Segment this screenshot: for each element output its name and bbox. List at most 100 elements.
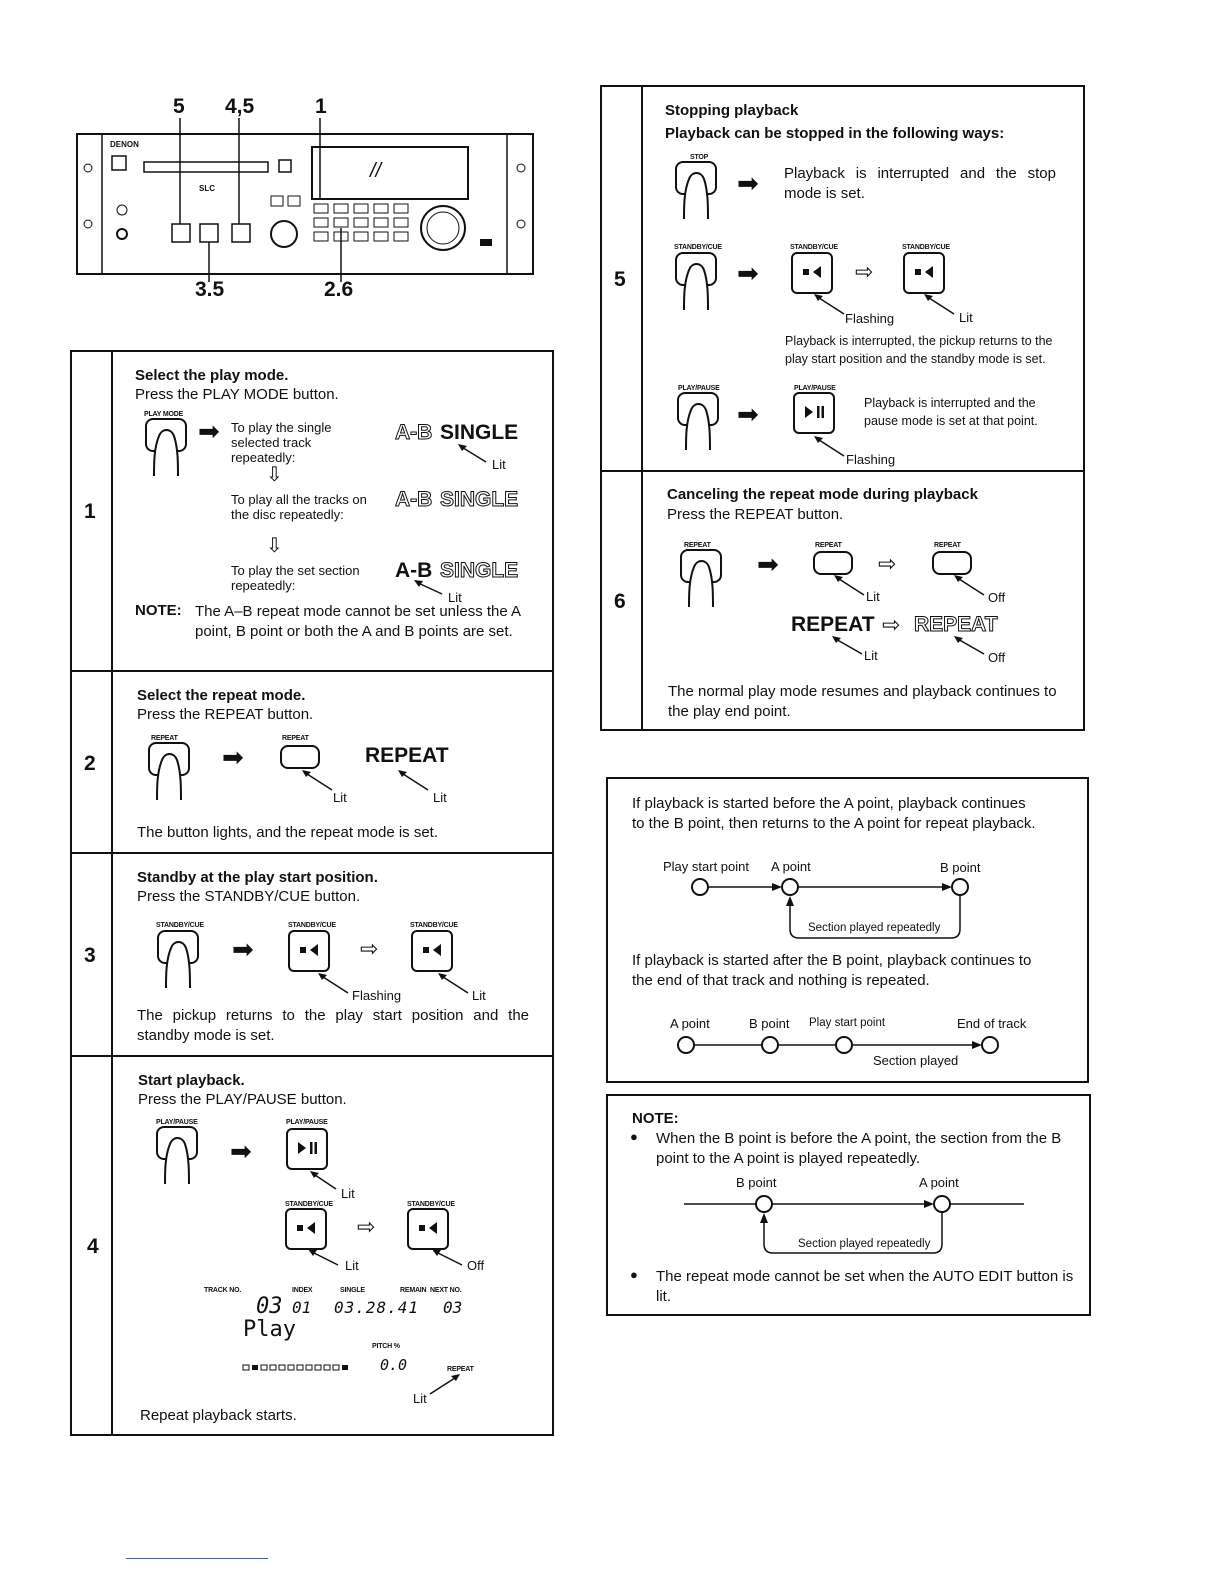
stop-button-press-icon — [675, 161, 717, 220]
right-arrow-icon: ➡ — [737, 399, 759, 429]
button-label: PLAY/PAUSE — [794, 385, 836, 392]
button-label: STANDBY/CUE — [407, 1201, 455, 1208]
button-label: REPEAT — [815, 542, 842, 549]
lit-label: Lit — [866, 589, 880, 604]
lcd-label-single: SINGLE — [340, 1287, 365, 1294]
right-arrow-icon: ➡ — [222, 742, 244, 772]
lcd-label-repeat: REPEAT — [447, 1366, 474, 1373]
display-repeat-lit: REPEAT — [791, 613, 875, 636]
display-ab-off: A-B — [394, 488, 433, 512]
lcd-label-index: INDEX — [292, 1287, 313, 1294]
lit-label: Lit — [448, 590, 462, 605]
button-label: STANDBY/CUE — [790, 244, 838, 251]
flashing-label: Flashing — [846, 452, 896, 467]
standby-cue-button-icon — [411, 930, 453, 972]
pointer-icon — [814, 294, 845, 315]
button-label: PLAY MODE — [144, 411, 184, 418]
callout-1: 1 — [315, 95, 327, 118]
section-repeated-label: Section played repeatedly — [808, 922, 941, 934]
play-mode-line-3: To play the set section repeatedly: — [231, 563, 360, 593]
step-instruction: Press the REPEAT button. — [667, 506, 844, 523]
transition-arrow-icon: ⇨ — [855, 259, 874, 284]
device-brand: DENON — [110, 140, 139, 149]
pointer-icon — [398, 770, 429, 791]
bullet-icon: ● — [630, 1129, 638, 1144]
pointer-icon — [318, 973, 349, 994]
pointer-icon — [438, 973, 469, 994]
standby-cue-button-press-icon — [157, 930, 199, 989]
lit-label: Lit — [864, 648, 878, 663]
button-label: STOP — [690, 154, 709, 161]
lit-label: Lit — [472, 988, 486, 1003]
note-text: The A–B repeat mode cannot be set unless… — [195, 603, 521, 640]
diagram-label-play-start: Play start point — [663, 859, 749, 874]
step-title: Stopping playback — [665, 102, 799, 119]
lcd-index: 01 — [292, 1298, 312, 1317]
step-description: The normal play mode resumes and playbac… — [668, 683, 1057, 720]
lcd-label-track-no: TRACK NO. — [204, 1287, 242, 1294]
lit-label: Lit — [345, 1258, 359, 1273]
lcd-label-remain: REMAIN — [400, 1287, 427, 1294]
info-paragraph-2: If playback is started after the B point… — [632, 952, 1032, 989]
device-display-mark: // — [370, 160, 382, 182]
step-instruction: Press the REPEAT button. — [137, 706, 314, 723]
stop-description: Playback is interrupted and the stop mod… — [784, 165, 1056, 202]
button-label: PLAY/PAUSE — [678, 385, 720, 392]
step-number: 4 — [87, 1235, 99, 1258]
section-played-label: Section played — [873, 1053, 959, 1068]
repeat-diagram-3 — [684, 1195, 1024, 1254]
step-title: Standby at the play start position. — [137, 869, 378, 886]
standby-cue-button-icon — [285, 1208, 327, 1250]
display-single-off: SINGLE — [439, 488, 519, 512]
device-slc: SLC — [199, 184, 215, 193]
step-description: Repeat playback starts. — [140, 1407, 297, 1424]
repeat-diagram-1 — [691, 878, 969, 939]
button-label: REPEAT — [684, 542, 711, 549]
standby-description: Playback is interrupted, the pickup retu… — [785, 334, 1053, 366]
step-title: Select the play mode. — [135, 367, 289, 384]
button-label: STANDBY/CUE — [902, 244, 950, 251]
ab-info-box: If playback is started before the A poin… — [606, 777, 1089, 1083]
button-label: REPEAT — [282, 735, 309, 742]
callout-5: 5 — [173, 95, 185, 118]
lcd-next-no: 03 — [443, 1298, 463, 1317]
play-pause-button-icon — [793, 392, 835, 434]
standby-cue-button-icon — [288, 930, 330, 972]
button-label: REPEAT — [934, 542, 961, 549]
diagram-label-a-point: A point — [771, 859, 811, 874]
display-single-off: SINGLE — [439, 559, 519, 583]
lcd-label-next-no: NEXT NO. — [430, 1287, 462, 1294]
pause-description: Playback is interrupted and the pause mo… — [864, 396, 1038, 428]
play-mode-line-1: To play the single selected track repeat… — [231, 420, 332, 465]
right-arrow-icon: ➡ — [737, 168, 759, 198]
display-ab-lit: A-B — [395, 559, 433, 582]
lcd-time: 03.28.41 — [334, 1298, 420, 1317]
pointer-icon — [414, 580, 443, 595]
repeat-button-press-icon — [148, 742, 190, 801]
diagram-label-a-point: A point — [670, 1016, 710, 1031]
button-label: REPEAT — [151, 735, 178, 742]
right-arrow-icon: ➡ — [232, 934, 254, 964]
button-label: PLAY/PAUSE — [156, 1119, 198, 1126]
transition-arrow-icon: ⇨ — [878, 551, 897, 576]
level-meter-icon — [242, 1364, 348, 1371]
diagram-label-b-point: B point — [749, 1016, 790, 1031]
button-label: STANDBY/CUE — [674, 244, 722, 251]
display-single-lit: SINGLE — [440, 421, 519, 444]
off-label: Off — [467, 1258, 485, 1273]
lit-label: Lit — [341, 1186, 355, 1201]
note-bullet-1: When the B point is before the A point, … — [656, 1130, 1062, 1167]
standby-cue-button-icon — [903, 252, 945, 294]
pointer-icon — [814, 436, 845, 457]
repeat-diagram-2 — [677, 1036, 999, 1054]
display-repeat-lit: REPEAT — [365, 744, 449, 767]
repeat-button-icon — [932, 551, 972, 575]
right-arrow-icon: ➡ — [737, 258, 759, 288]
step-instruction: Press the PLAY MODE button. — [135, 386, 339, 403]
diagram-label-a-point: A point — [919, 1175, 959, 1190]
lit-label: Lit — [333, 790, 347, 805]
diagram-label-play-start: Play start point — [809, 1017, 886, 1029]
diagram-label-b-point: B point — [940, 860, 981, 875]
step-number: 2 — [84, 752, 96, 775]
step-title: Start playback. — [138, 1072, 245, 1089]
